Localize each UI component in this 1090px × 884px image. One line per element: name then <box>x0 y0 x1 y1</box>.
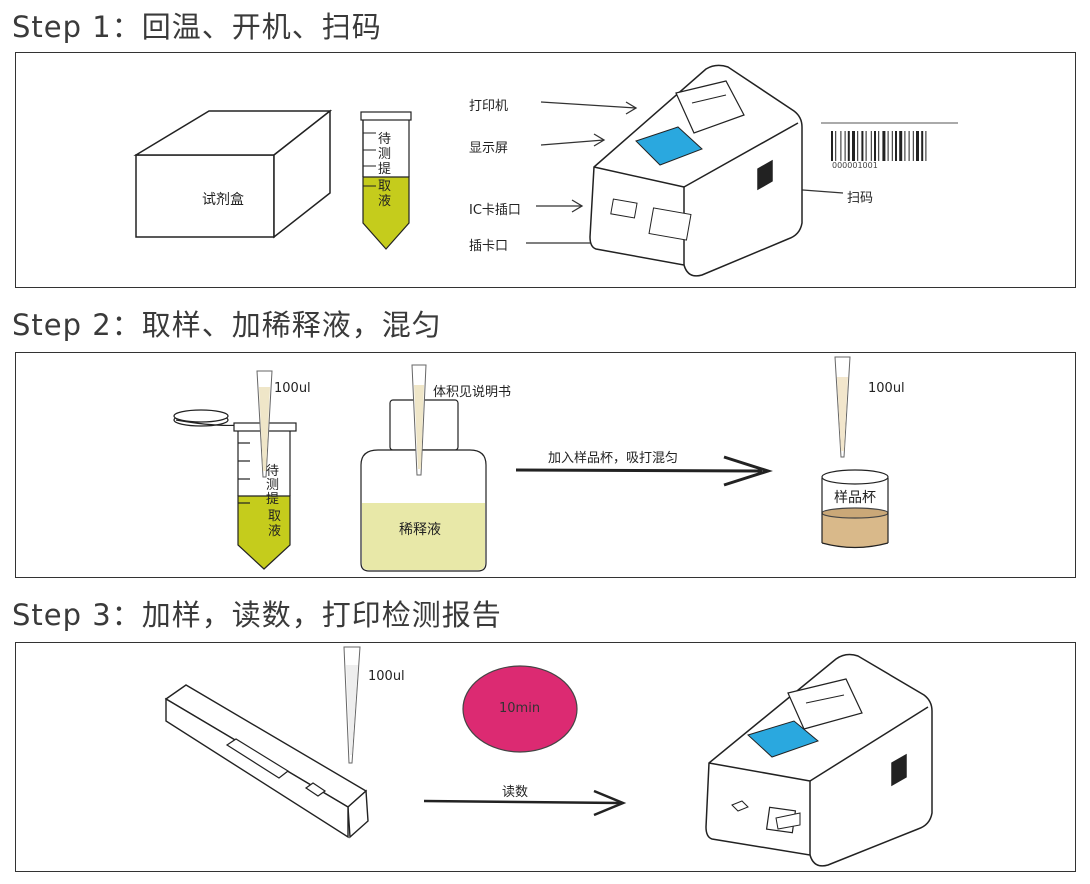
mix-arrow <box>515 455 773 487</box>
analyzer-device-loaded <box>705 653 933 867</box>
ic-slot-label: IC卡插口 <box>469 203 521 218</box>
volume-label-4: 100ul <box>368 669 405 684</box>
diluent-label: 稀释液 <box>399 522 441 538</box>
reagent-box <box>133 109 333 239</box>
barcode-bar <box>840 131 842 161</box>
step2-panel: 100ul 体积见说明书 100ul 待测提 取液 稀释液 加入样品杯，吸打混匀… <box>15 352 1076 578</box>
scan-label: 扫码 <box>847 191 874 206</box>
barcode-bar <box>916 131 919 161</box>
barcode-bar <box>878 131 880 161</box>
tube-label-top: 待测提 <box>266 464 280 507</box>
step3-title: Step 3：加样，读数，打印检测报告 <box>12 598 502 632</box>
sample-cup <box>821 469 889 549</box>
read-label: 读数 <box>502 785 529 800</box>
barcode-bar <box>857 131 859 161</box>
volume-label-1: 100ul <box>274 381 311 396</box>
sample-tube <box>360 111 412 250</box>
barcode-bar <box>847 131 850 161</box>
step1-title: Step 1：回温、开机、扫码 <box>12 10 382 44</box>
barcode-bar <box>925 131 927 161</box>
barcode-bar <box>908 131 910 161</box>
barcode-image <box>821 122 958 161</box>
mix-arrow-label: 加入样品杯，吸打混匀 <box>548 451 679 466</box>
barcode-bar <box>874 131 876 161</box>
pipette-tip-4 <box>343 646 361 764</box>
barcode-bar <box>852 131 855 161</box>
barcode-bar <box>831 131 833 161</box>
tube-label-liquid: 取液 <box>268 509 282 539</box>
barcode-bar <box>895 131 897 161</box>
read-arrow <box>423 789 627 817</box>
barcode-bar <box>899 131 903 161</box>
barcode-bar <box>835 131 837 161</box>
printer-label: 打印机 <box>469 99 509 114</box>
timer-circle <box>462 665 578 753</box>
screen-label: 显示屏 <box>469 141 509 156</box>
barcode-bar <box>870 131 872 161</box>
step3-panel: 100ul 10min 读数 <box>15 642 1076 872</box>
step2-title: Step 2：取样、加稀释液，混匀 <box>12 308 442 342</box>
cup-label: 样品杯 <box>834 490 876 506</box>
barcode-bar <box>887 131 889 161</box>
analyzer-device <box>589 64 803 277</box>
barcode-bar <box>865 131 867 161</box>
barcode-bar <box>882 131 886 161</box>
volume-label-2: 体积见说明书 <box>433 385 512 400</box>
barcode-bar <box>921 131 924 161</box>
pipette-tip-3 <box>834 356 851 458</box>
volume-label-3: 100ul <box>868 381 905 396</box>
barcode-bar <box>912 131 914 161</box>
barcode-bar <box>904 131 906 161</box>
tube-label-liquid: 取液 <box>378 179 392 209</box>
card-slot-label: 插卡口 <box>469 239 509 254</box>
tube-label-top: 待测提 <box>378 132 392 177</box>
barcode-bar <box>891 131 893 161</box>
barcode-bar <box>844 131 846 161</box>
reagent-box-label: 试剂盒 <box>202 192 244 208</box>
timer-label: 10min <box>499 701 541 716</box>
barcode-bar <box>861 131 864 161</box>
pipette-tip-1 <box>256 370 273 478</box>
test-strip <box>164 684 369 839</box>
diluent-bottle <box>360 399 487 572</box>
pipette-tip-2 <box>411 364 427 476</box>
barcode-number: 000001001 <box>832 161 878 170</box>
step1-panel: 试剂盒 待测提 取液 打印机 显示屏 IC卡插口 插卡口 扫码 00000100… <box>15 52 1076 288</box>
